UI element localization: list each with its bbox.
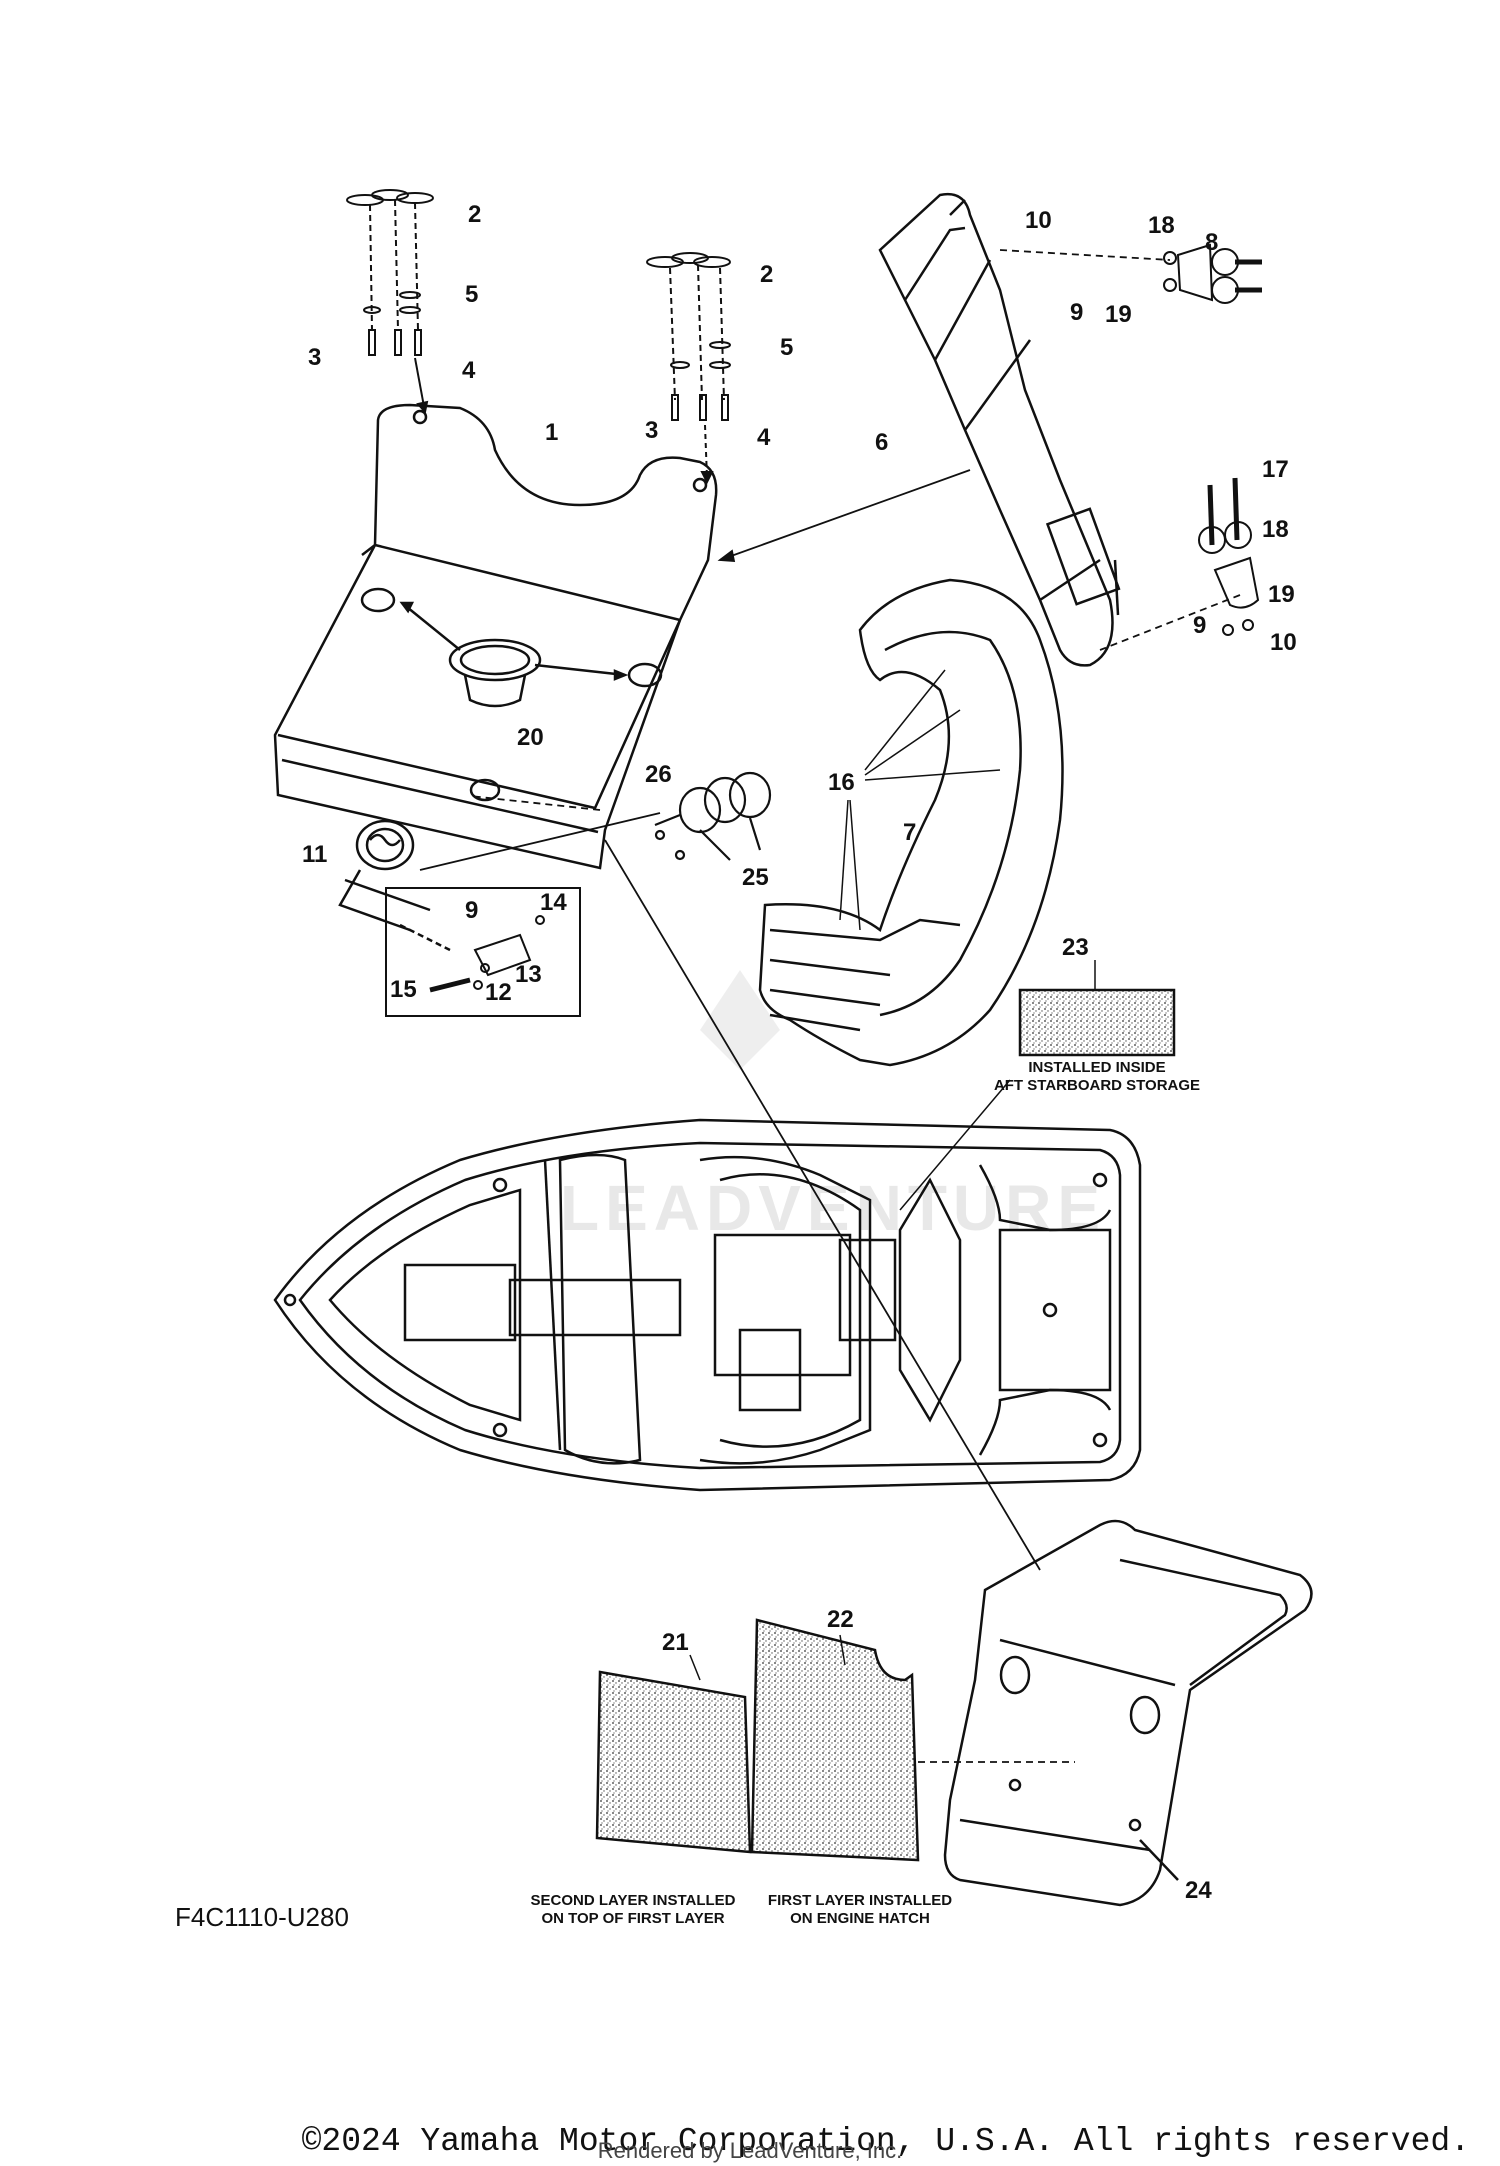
hardware-box-12-15 (385, 887, 581, 1017)
callout-16: 16 (828, 769, 855, 796)
connector-lines (419, 249, 1241, 1763)
callout-2: 2 (468, 201, 481, 228)
part-6-tower-leg (878, 192, 1121, 667)
bracket-set-lower (1198, 477, 1260, 636)
rendered-by-text: Rendered by LeadVenture, Inc. (598, 2138, 903, 2163)
callout-11: 11 (302, 841, 327, 868)
watermark-text: LEADVENTURE (560, 1172, 1106, 1244)
callout-3: 3 (308, 344, 321, 371)
note-22-line2: ON ENGINE HATCH (790, 1910, 930, 1927)
callout-24: 24 (1185, 1877, 1212, 1904)
note-21-line1: SECOND LAYER INSTALLED (530, 1892, 735, 1909)
callout-9b: 9 (1193, 612, 1206, 639)
callout-1: 1 (545, 419, 558, 446)
callout-4b: 4 (757, 424, 771, 451)
installation-notes: INSTALLED INSIDE AFT STARBOARD STORAGE S… (530, 1059, 1200, 1927)
fastener-stack-right (646, 252, 731, 485)
part-11-drain-fitting (338, 819, 451, 952)
part-23-foam-pad (899, 960, 1176, 1211)
callout-6: 6 (875, 429, 888, 456)
callout-23: 23 (1062, 934, 1089, 961)
note-23-line2: AFT STARBOARD STORAGE (994, 1077, 1200, 1094)
callout-9c: 9 (465, 897, 478, 924)
diagram-code: F4C1110-U280 (175, 1902, 349, 1932)
note-21-line2: ON TOP OF FIRST LAYER (541, 1910, 724, 1927)
callout-7: 7 (903, 819, 916, 846)
callout-25: 25 (742, 864, 769, 891)
callout-26: 26 (645, 761, 672, 788)
callout-15: 15 (390, 976, 417, 1003)
watermark: LEADVENTURE (560, 970, 1106, 1244)
copyright-text: ©2024 Yamaha Motor Corporation, U.S.A. A… (302, 2123, 1470, 2160)
part-20-cup-holder (399, 601, 629, 708)
callout-13: 13 (515, 961, 542, 988)
boat-hull-top-view (273, 1118, 1142, 1492)
callout-5: 5 (465, 281, 478, 308)
callout-21: 21 (662, 1629, 689, 1656)
bracket-set-upper (1163, 243, 1262, 304)
fastener-stack-left (346, 189, 434, 415)
callout-4: 4 (462, 357, 476, 384)
callout-17: 17 (1262, 456, 1289, 483)
callout-10: 10 (1025, 207, 1052, 234)
callout-14: 14 (540, 889, 567, 916)
callout-19b: 19 (1268, 581, 1295, 608)
part-21-foam-sheet (595, 1654, 752, 1854)
callout-22: 22 (827, 1606, 854, 1633)
callout-20: 20 (517, 724, 544, 751)
callout-12: 12 (485, 979, 512, 1006)
callout-3b: 3 (645, 417, 658, 444)
note-22-line1: FIRST LAYER INSTALLED (768, 1892, 952, 1909)
part-1-seat-panel (273, 403, 718, 870)
callout-5b: 5 (780, 334, 793, 361)
part-24-engine-hatch (943, 1519, 1313, 1907)
callout-8: 8 (1205, 229, 1218, 256)
callout-18b: 18 (1262, 516, 1289, 543)
callout-9: 9 (1070, 299, 1083, 326)
part-22-foam-sheet (750, 1618, 920, 1862)
callout-18: 18 (1148, 212, 1175, 239)
part-16-leaders (839, 669, 1001, 931)
part-25-bezel-set (654, 771, 772, 861)
note-23-line1: INSTALLED INSIDE (1028, 1059, 1165, 1076)
callout-19: 19 (1105, 301, 1132, 328)
callout-10b: 10 (1270, 629, 1297, 656)
callout-2b: 2 (760, 261, 773, 288)
callout-labels: 1 2 2 3 3 4 4 5 5 6 7 8 9 9 9 10 10 11 1… (302, 201, 1297, 1904)
part-7-side-panel (758, 578, 1064, 1067)
